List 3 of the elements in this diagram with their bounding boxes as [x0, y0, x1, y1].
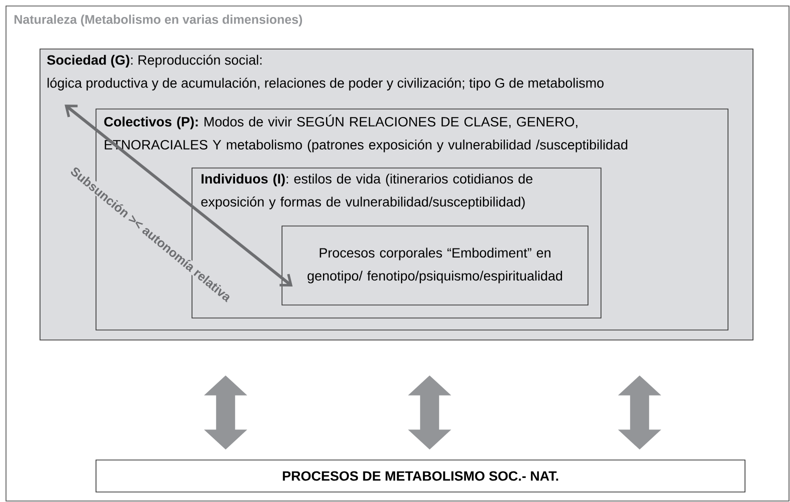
process-box: Procesos corporales “Embodiment” en genotipo/ fenotipo/psiquismo/espiritualidad	[282, 226, 588, 306]
arrow	[64, 104, 293, 286]
process-box: PROCESOS DE METABOLISMO SOC.- NAT.	[96, 460, 746, 492]
